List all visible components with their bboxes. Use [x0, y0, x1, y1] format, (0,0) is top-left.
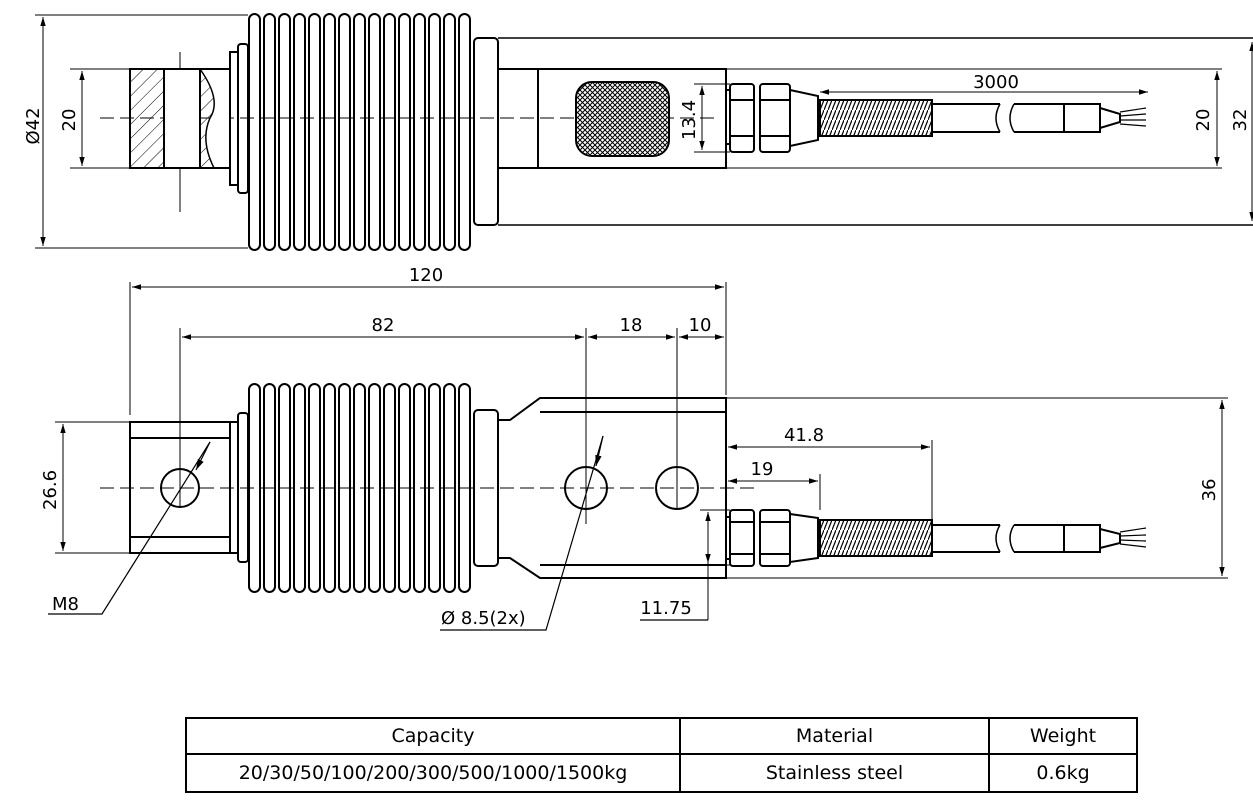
fin: [413, 383, 426, 593]
label-holes-diameter: Ø 8.5(2x): [441, 608, 526, 629]
cell-material: Stainless steel: [679, 753, 990, 793]
fin: [368, 13, 381, 251]
fin: [383, 13, 396, 251]
fin: [413, 13, 426, 251]
fin: [338, 13, 351, 251]
header-capacity: Capacity: [185, 717, 681, 755]
fin: [263, 383, 276, 593]
dim-total-length-120: 120: [409, 265, 443, 286]
fin: [383, 383, 396, 593]
side-view-labels: 120 82 18 10 26.6 36 41.8 19 11.75 M8 Ø …: [40, 265, 1220, 629]
header-material: Material: [679, 717, 990, 755]
fin: [443, 13, 456, 251]
dim-cable-length-3000: 3000: [973, 72, 1019, 93]
side-view: [48, 282, 1228, 631]
load-cell-technical-drawing: Ø42 20 13.4 3000 20 32: [23, 13, 1253, 631]
cell-weight: 0.6kg: [988, 753, 1138, 793]
spec-table: Capacity Material Weight 20/30/50/100/20…: [185, 717, 1138, 793]
top-view: [35, 13, 1253, 251]
dim-cable-41-8: 41.8: [784, 425, 824, 446]
fin: [323, 13, 336, 251]
dim-bore-20: 20: [59, 109, 80, 132]
fin: [353, 13, 366, 251]
fin: [428, 13, 441, 251]
header-weight: Weight: [988, 717, 1138, 755]
dim-right-inner-20: 20: [1193, 109, 1214, 132]
fin: [428, 383, 441, 593]
fin: [308, 383, 321, 593]
fin: [353, 383, 366, 593]
dim-hole-span-82: 82: [372, 315, 395, 336]
fin: [398, 383, 411, 593]
top-view-labels: Ø42 20 13.4 3000 20 32: [23, 72, 1251, 145]
dim-diameter-42: Ø42: [23, 107, 44, 144]
fin: [458, 13, 471, 251]
fin: [248, 383, 261, 593]
label-thread-m8: M8: [52, 594, 79, 615]
fin: [398, 13, 411, 251]
dim-cable-19: 19: [751, 459, 774, 480]
dim-cable-height-11-75: 11.75: [640, 598, 692, 619]
dim-height-right-36: 36: [1199, 479, 1220, 502]
fin: [278, 383, 291, 593]
dim-connector-13-4: 13.4: [679, 100, 700, 140]
dim-right-outer-32: 32: [1230, 109, 1251, 132]
cell-capacity: 20/30/50/100/200/300/500/1000/1500kg: [185, 753, 681, 793]
fin: [443, 383, 456, 593]
fin: [338, 383, 351, 593]
fin: [248, 13, 261, 251]
spec-table-header-row: Capacity Material Weight: [185, 717, 1138, 755]
fin: [368, 383, 381, 593]
fin: [293, 383, 306, 593]
fin: [323, 383, 336, 593]
dim-height-left-26-6: 26.6: [40, 470, 61, 510]
table-row: 20/30/50/100/200/300/500/1000/1500kg Sta…: [185, 753, 1138, 793]
fin: [293, 13, 306, 251]
fin: [278, 13, 291, 251]
fin: [458, 383, 471, 593]
dim-hole-pitch-18: 18: [620, 315, 643, 336]
dim-end-offset-10: 10: [689, 315, 712, 336]
fin: [263, 13, 276, 251]
fin: [308, 13, 321, 251]
